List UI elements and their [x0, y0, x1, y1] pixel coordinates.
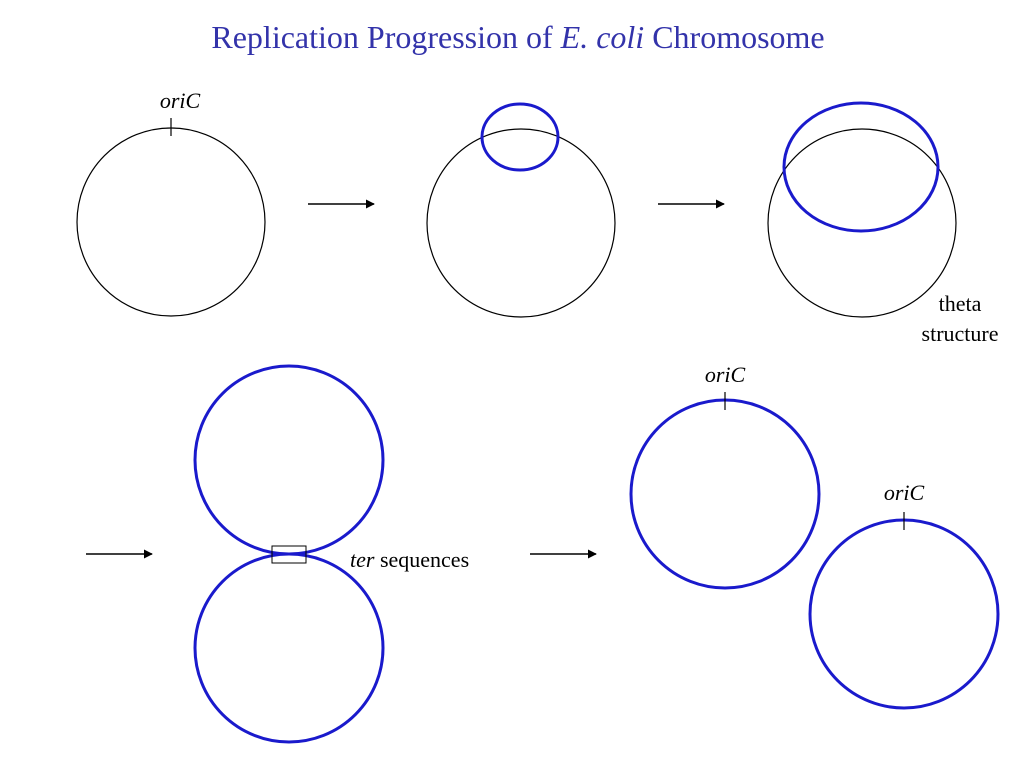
parental-chromosome: [76, 127, 266, 317]
theta-bubble: [782, 101, 940, 233]
title-suffix: Chromosome: [644, 19, 824, 55]
theta-label: theta: [939, 291, 982, 316]
replication-bubble: [480, 102, 560, 172]
origin-label-daughter-2: oriC: [884, 480, 925, 505]
daughter-chromosome-upper: [193, 364, 385, 556]
daughter-chromosome-lower: [193, 552, 385, 744]
parental-chromosome: [767, 128, 957, 318]
stage-4-termination: ter sequences: [193, 364, 469, 744]
ter-label-italic: ter: [350, 547, 375, 572]
daughter-chromosome-2: [808, 518, 1000, 710]
ter-label: ter sequences: [350, 547, 469, 572]
ter-label-rest: sequences: [374, 547, 469, 572]
origin-label-daughter-1: oriC: [705, 362, 746, 387]
page-title: Replication Progression of E. coli Chrom…: [211, 19, 824, 55]
stage-1-unreplicated: oriC: [76, 88, 266, 317]
stage-3-theta-structure: theta structure: [767, 101, 999, 346]
ter-region-box: [271, 545, 307, 564]
title-prefix: Replication Progression of: [211, 19, 560, 55]
parental-chromosome: [426, 128, 616, 318]
stage-2-replication-bubble: [426, 102, 616, 318]
structure-label: structure: [922, 321, 999, 346]
daughter-chromosome-1: [629, 398, 821, 590]
title-organism: E. coli: [560, 19, 645, 55]
origin-label: oriC: [160, 88, 201, 113]
stage-5-separated-daughters: oriC oriC: [629, 362, 1000, 710]
